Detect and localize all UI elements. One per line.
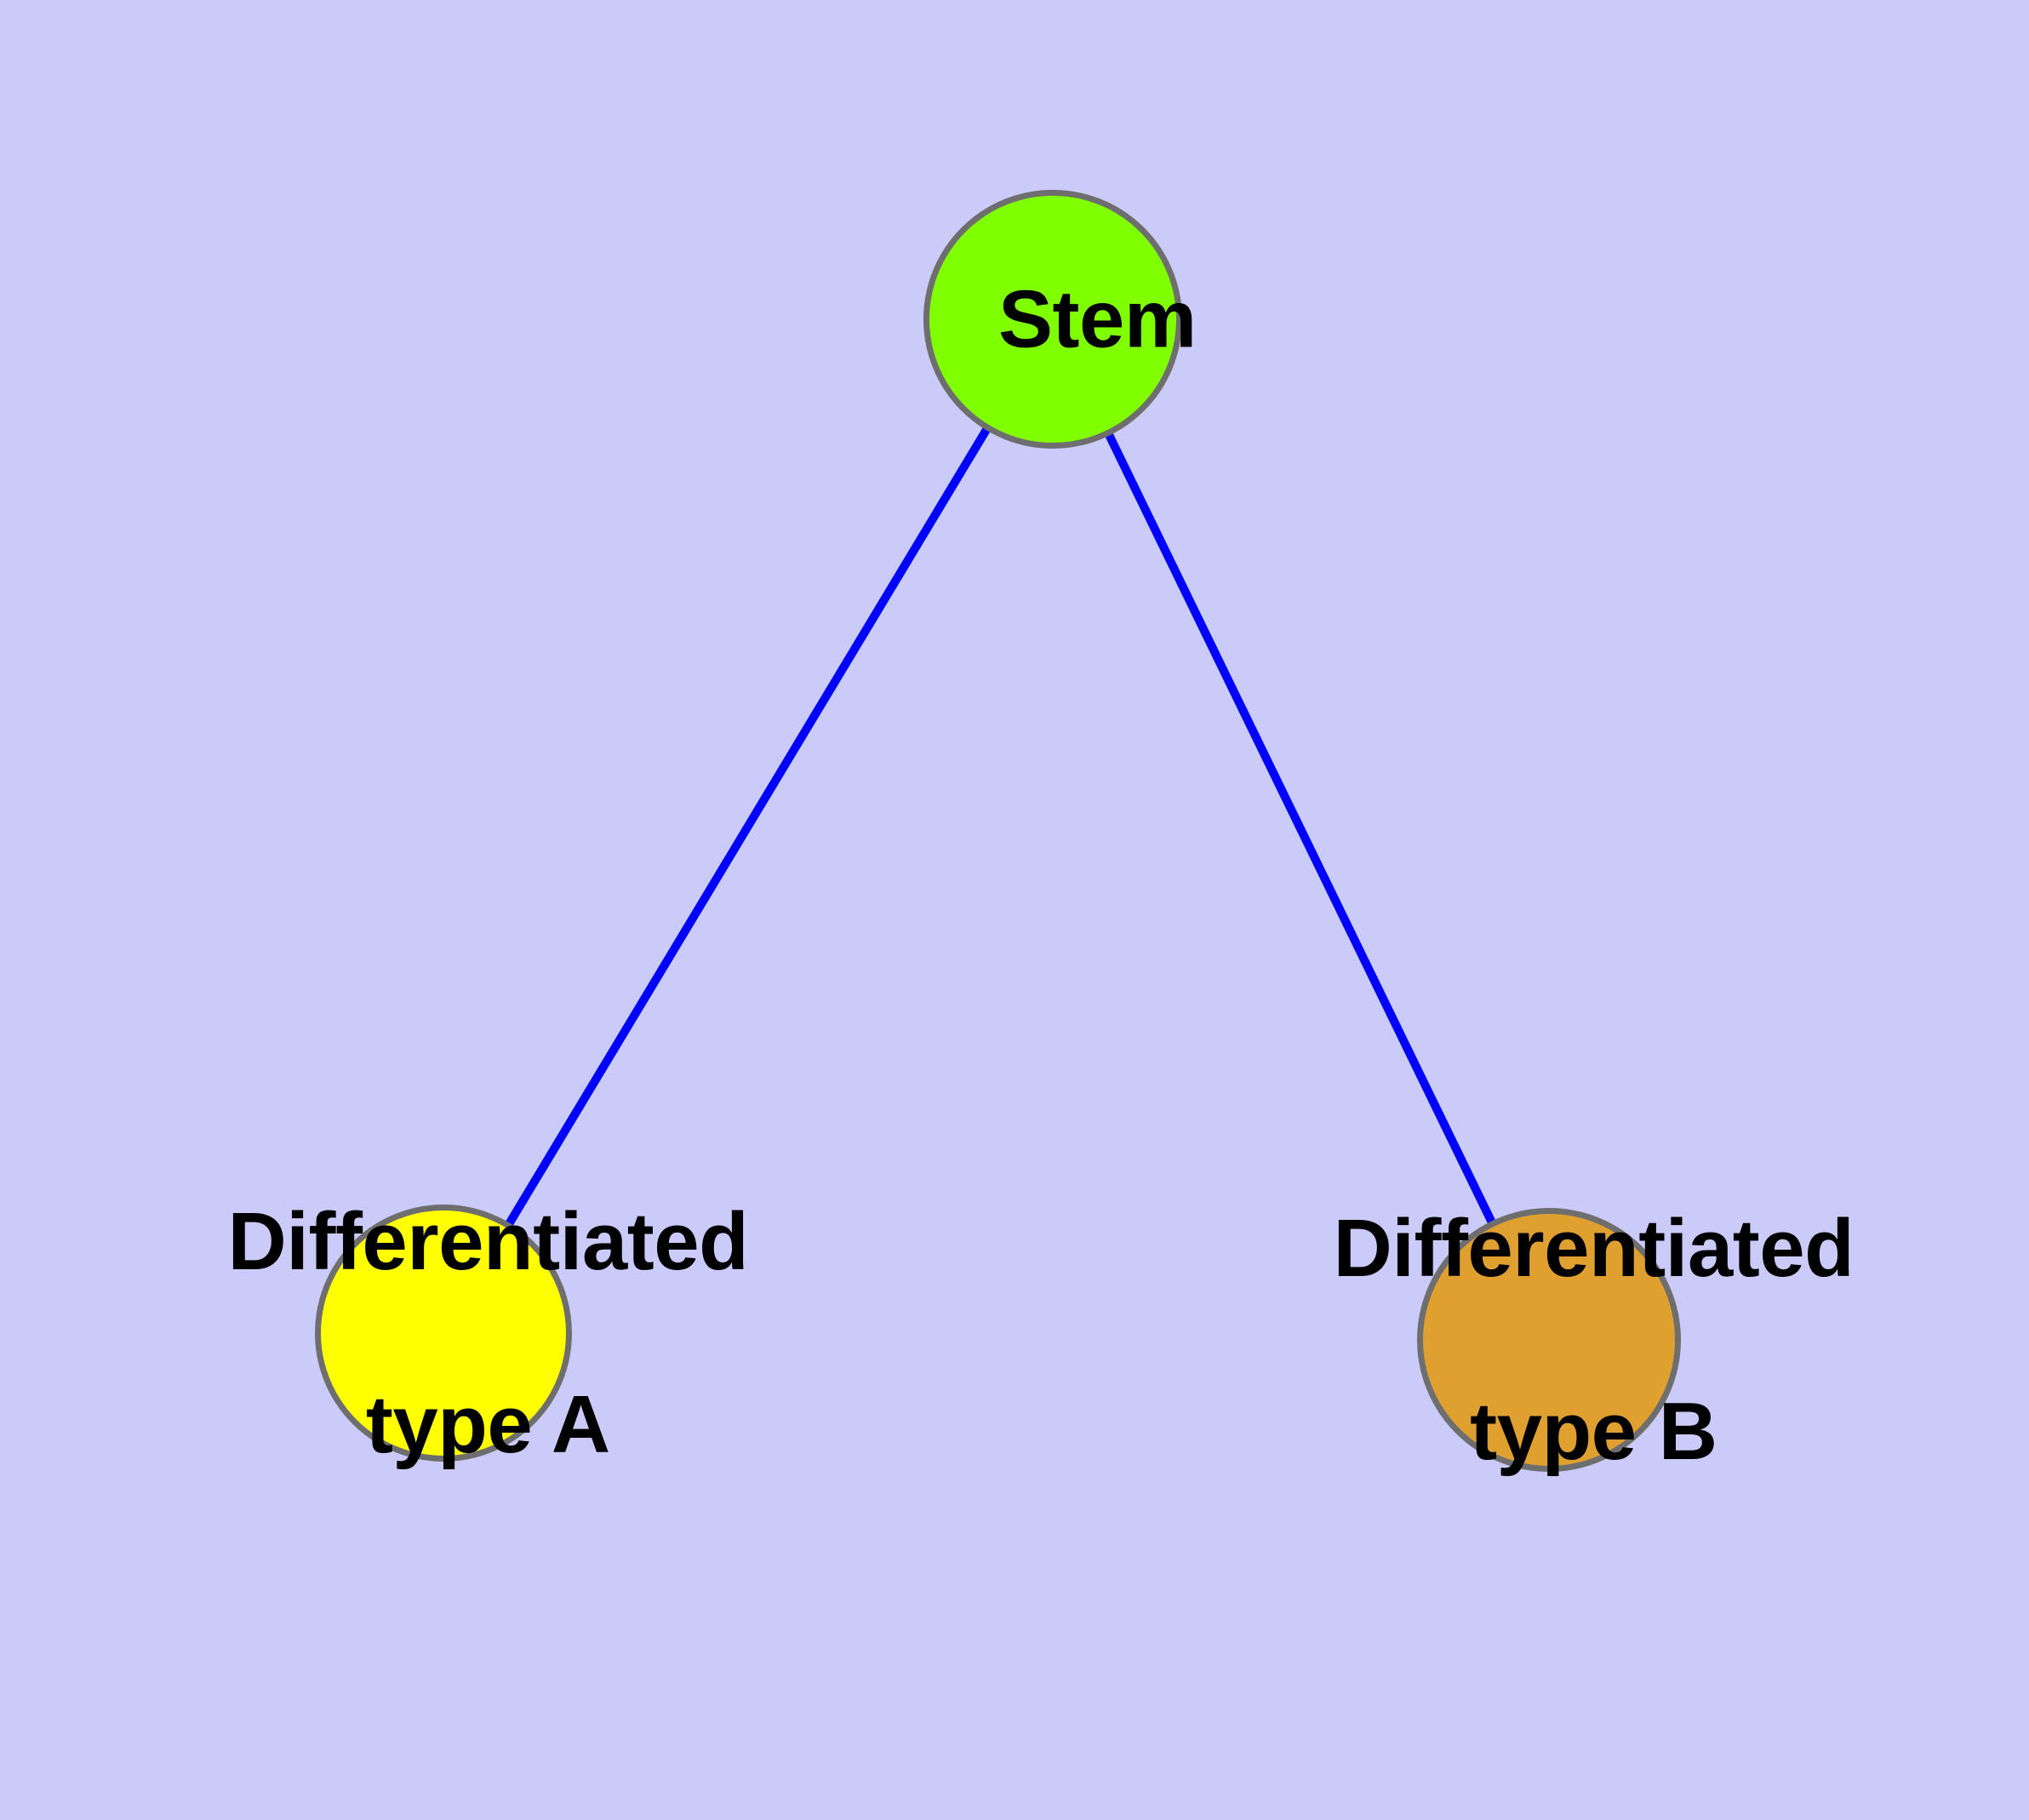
node-differentiated-type-b[interactable] xyxy=(1417,1208,1681,1472)
edge-stem-to-differentiated-type-a[interactable] xyxy=(504,426,992,1228)
edge-stem-to-differentiated-type-b[interactable] xyxy=(1104,431,1497,1226)
node-stem[interactable] xyxy=(923,190,1182,449)
node-differentiated-type-a[interactable] xyxy=(315,1205,572,1462)
nodes-layer xyxy=(315,190,1681,1472)
edges-layer xyxy=(504,426,1497,1228)
